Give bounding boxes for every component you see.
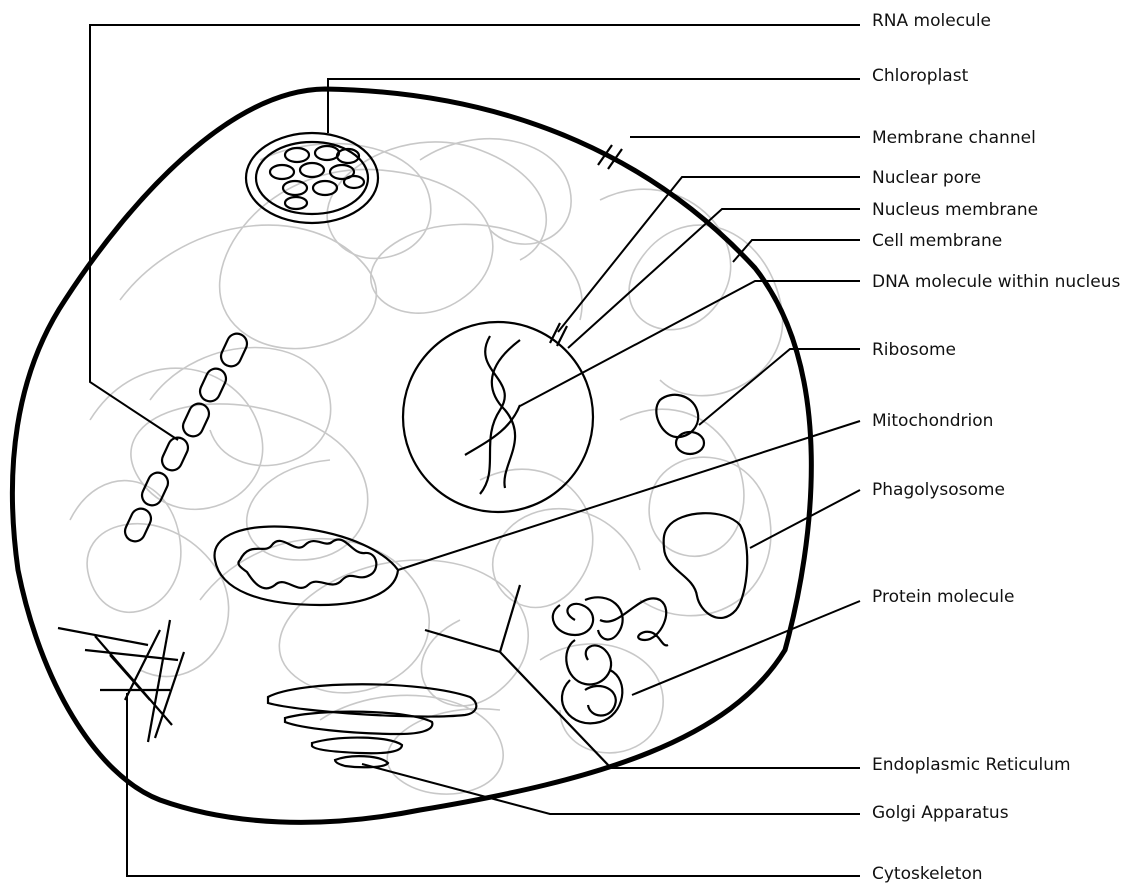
label-phagolysosome: Phagolysosome	[872, 480, 1005, 500]
label-cytoskeleton: Cytoskeleton	[872, 864, 983, 884]
label-membrane-channel: Membrane channel	[872, 128, 1036, 148]
golgi-apparatus	[268, 684, 476, 767]
label-endoplasmic-reticulum: Endoplasmic Reticulum	[872, 755, 1071, 775]
leader-chloroplast	[328, 79, 860, 133]
label-nucleus-membrane: Nucleus membrane	[872, 200, 1038, 220]
label-rna-molecule: RNA molecule	[872, 11, 991, 31]
label-ribosome: Ribosome	[872, 340, 956, 360]
leader-nuclear-pore	[558, 177, 860, 332]
label-protein-molecule: Protein molecule	[872, 587, 1014, 607]
leader-cell-membrane	[733, 240, 860, 262]
leader-ribosome	[699, 349, 860, 425]
label-cell-membrane: Cell membrane	[872, 231, 1002, 251]
label-golgi-apparatus: Golgi Apparatus	[872, 803, 1009, 823]
label-mitochondrion: Mitochondrion	[872, 411, 993, 431]
labels: RNA molecule Chloroplast Membrane channe…	[872, 11, 1121, 884]
protein-molecule	[553, 597, 668, 723]
label-chloroplast: Chloroplast	[872, 66, 969, 86]
leader-cytoskeleton	[127, 693, 860, 876]
label-nuclear-pore: Nuclear pore	[872, 168, 981, 188]
cytoplasm-filaments	[70, 139, 783, 794]
leader-mitochondrion	[398, 421, 860, 570]
endoplasmic-reticulum	[425, 585, 610, 767]
nucleus	[403, 322, 593, 512]
leader-lines	[90, 25, 860, 876]
leader-dna	[520, 281, 860, 406]
rna-molecule	[122, 330, 250, 544]
label-dna-molecule: DNA molecule within nucleus	[872, 272, 1121, 292]
chloroplast	[246, 133, 378, 223]
ribosome	[656, 395, 704, 454]
